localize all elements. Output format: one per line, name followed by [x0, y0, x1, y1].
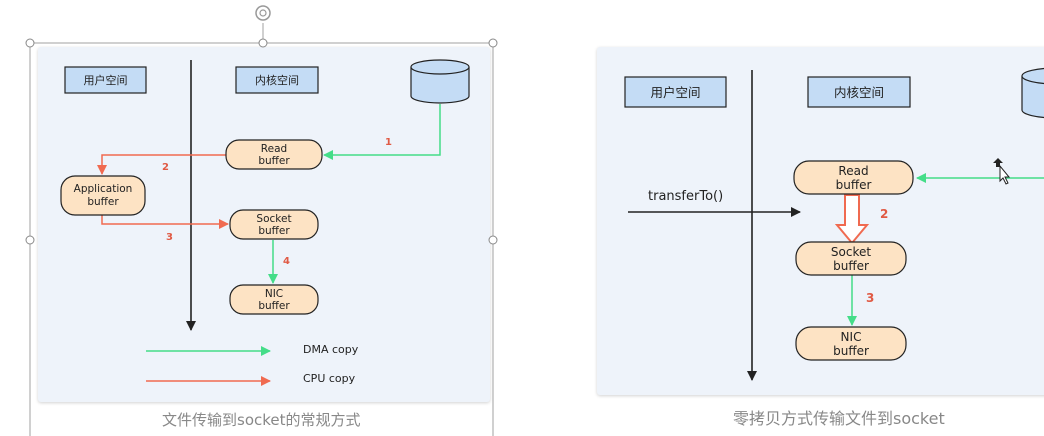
svg-text:buffer: buffer: [833, 344, 869, 358]
left-socket-buffer: Socket buffer: [229, 209, 319, 240]
left-arrow-disk-to-read: [323, 104, 441, 160]
right-nic-buffer: NIC buffer: [795, 326, 907, 361]
svg-text:用户空间: 用户空间: [650, 85, 700, 100]
left-disk-icon: [410, 59, 470, 104]
left-application-buffer: Application buffer: [60, 175, 146, 216]
svg-text:buffer: buffer: [87, 196, 119, 208]
svg-text:Application: Application: [74, 183, 133, 195]
left-nic-buffer: NIC buffer: [229, 284, 319, 315]
left-user-space-label: 用户空间: [64, 66, 147, 94]
left-diagram-caption: 文件传输到socket的常规方式: [162, 411, 361, 429]
svg-text:Read: Read: [261, 143, 287, 155]
svg-text:NIC: NIC: [841, 330, 862, 344]
left-arrow-read-to-app: [97, 154, 228, 175]
svg-text:内核空间: 内核空间: [255, 73, 299, 87]
right-user-space-label: 用户空间: [624, 76, 727, 108]
right-arrow-read-to-socket: [834, 194, 870, 245]
right-kernel-space-label: 内核空间: [807, 76, 911, 108]
right-disk-icon: [1021, 67, 1044, 119]
left-step-2: 2: [162, 162, 169, 173]
legend-cpu-label: CPU copy: [303, 372, 356, 385]
legend-dma-label: DMA copy: [303, 343, 359, 356]
resize-handle-ne[interactable]: [488, 38, 498, 48]
rotate-handle-icon[interactable]: [255, 5, 271, 21]
resize-handle-nw[interactable]: [25, 38, 35, 48]
svg-text:buffer: buffer: [836, 178, 872, 192]
transfer-to-label: transferTo(): [648, 189, 723, 204]
svg-text:Read: Read: [838, 164, 868, 178]
svg-text:Socket: Socket: [831, 245, 871, 259]
left-step-4: 4: [283, 256, 290, 267]
svg-text:buffer: buffer: [258, 225, 290, 237]
left-step-3: 3: [166, 232, 173, 243]
resize-handle-e[interactable]: [488, 235, 498, 245]
right-read-buffer: Read buffer: [793, 160, 914, 195]
resize-handles[interactable]: [25, 38, 498, 245]
left-kernel-space-label: 内核空间: [235, 66, 319, 94]
left-step-1: 1: [385, 137, 392, 148]
svg-text:buffer: buffer: [258, 155, 290, 167]
move-cursor-icon: [993, 158, 1011, 185]
svg-text:buffer: buffer: [833, 259, 869, 273]
resize-handle-n[interactable]: [258, 38, 268, 48]
svg-text:buffer: buffer: [258, 300, 290, 312]
svg-text:用户空间: 用户空间: [84, 73, 128, 87]
left-read-buffer: Read buffer: [225, 139, 323, 170]
right-step-2: 2: [880, 207, 888, 221]
svg-text:NIC: NIC: [265, 288, 283, 300]
right-diagram-caption: 零拷贝方式传输文件到socket: [733, 409, 945, 428]
right-socket-buffer: Socket buffer: [795, 241, 907, 276]
right-step-3: 3: [866, 291, 874, 305]
svg-text:内核空间: 内核空间: [834, 85, 884, 100]
left-arrow-app-to-socket: [101, 215, 229, 229]
resize-handle-w[interactable]: [25, 235, 35, 245]
svg-text:Socket: Socket: [256, 213, 291, 225]
